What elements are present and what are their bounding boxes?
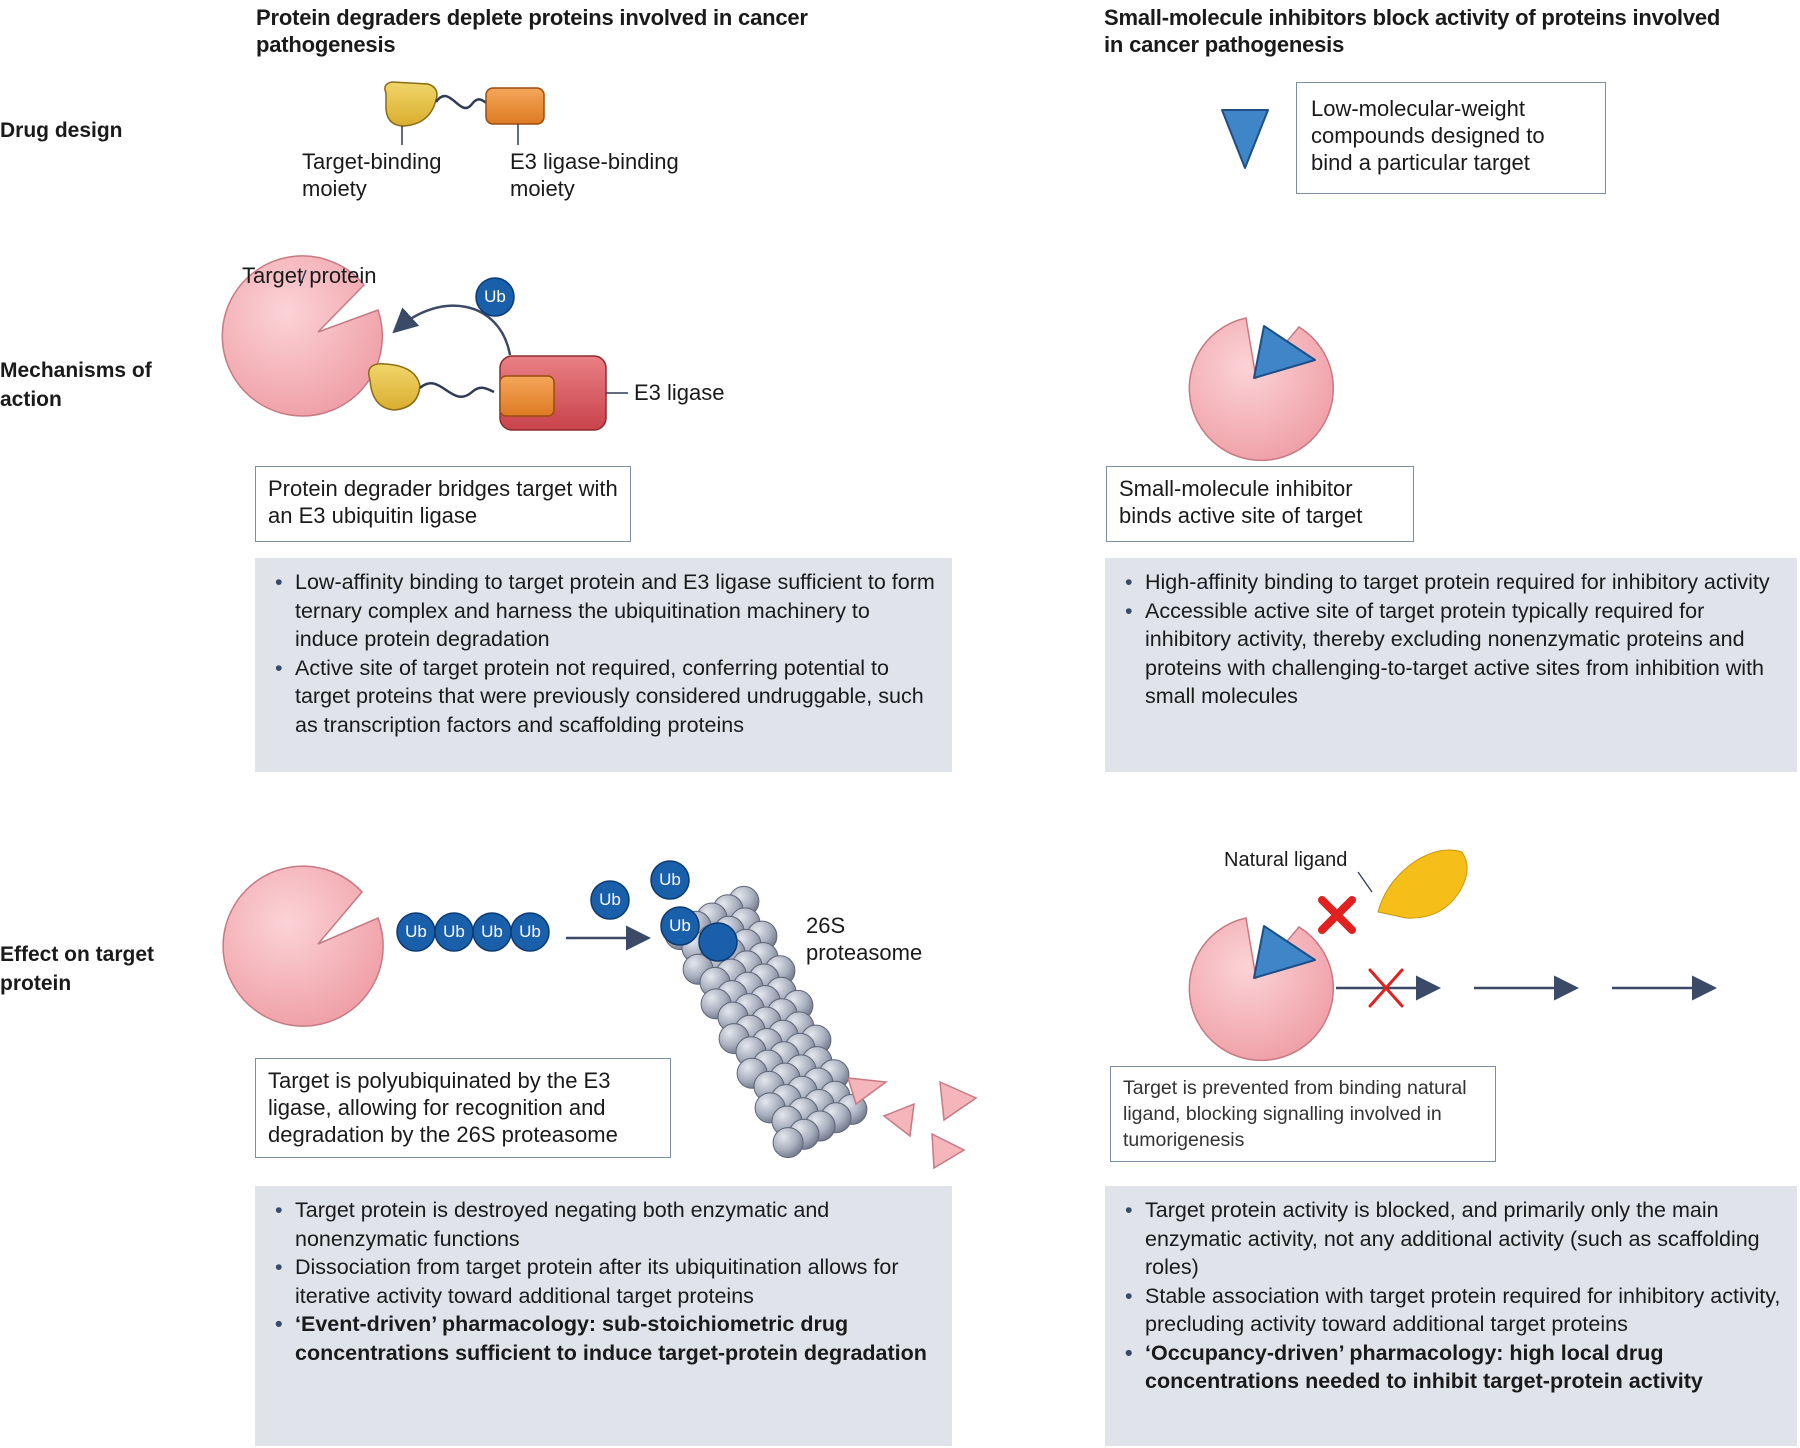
- panel-inhibitor-mechanism-item: High-affinity binding to target protein …: [1123, 568, 1781, 597]
- right-column-header: Small-molecule inhibitors block activity…: [1104, 5, 1721, 57]
- ub-label-2: Ub: [443, 922, 465, 941]
- panel-degrader-effect-item: Dissociation from target protein after i…: [273, 1253, 936, 1310]
- ternary-complex: [221, 255, 628, 431]
- small-molecule-triangle: [1221, 109, 1269, 169]
- bound-warhead: [368, 363, 421, 411]
- label-natural-ligand: Natural ligand: [1224, 849, 1348, 871]
- blocked-signalling: [1188, 849, 1717, 1062]
- box-degrader-mechanism: Protein degrader bridges target with an …: [255, 466, 631, 542]
- proteasome-ub: [660, 906, 700, 946]
- panel-inhibitor-effect-item: ‘Occupancy-driven’ pharmacology: high lo…: [1123, 1339, 1781, 1396]
- ub-label-proteasome-2: Ub: [669, 916, 691, 935]
- ub-label-3: Ub: [481, 922, 503, 941]
- bound-e3-binder: [499, 375, 555, 417]
- target-binding-warhead: [384, 81, 438, 127]
- proteasome: [650, 860, 868, 1159]
- label-26s-proteasome: 26S proteasome: [806, 913, 923, 965]
- box-small-molecule-design: Low-molecular-weight compounds designed …: [1296, 82, 1606, 194]
- label-target-binding-moiety: Target-binding moiety: [302, 149, 442, 201]
- box-degrader-effect: Target is polyubiquinated by the E3 liga…: [255, 1058, 671, 1158]
- box-inhibitor-mechanism: Small-molecule inhibitor binds active si…: [1106, 466, 1414, 542]
- label-e3-binding-moiety: E3 ligase-binding moiety: [510, 149, 679, 201]
- panel-degrader-effect-item: Target protein is destroyed negating bot…: [273, 1196, 936, 1253]
- ub-label-proteasome-1: Ub: [659, 870, 681, 889]
- degrader-linker: [434, 94, 489, 110]
- ub-label-mechanism: Ub: [484, 287, 506, 306]
- panel-degrader-mechanism-item: Active site of target protein not requir…: [273, 654, 936, 740]
- panel-inhibitor-effect-item: Target protein activity is blocked, and …: [1123, 1196, 1781, 1282]
- panel-inhibitor-mechanism: High-affinity binding to target protein …: [1105, 558, 1797, 772]
- e3-ligase-binder: [485, 87, 545, 125]
- ub-label-4: Ub: [519, 922, 541, 941]
- ub-label-free: Ub: [599, 890, 621, 909]
- panel-degrader-mechanism: Low-affinity binding to target protein a…: [255, 558, 952, 772]
- peptide-fragments: [846, 1077, 978, 1170]
- ub-label-1: Ub: [405, 922, 427, 941]
- polyubiquitinated-target: [222, 865, 651, 1027]
- left-column-header: Protein degraders deplete proteins invol…: [256, 5, 808, 57]
- row-label-drug-design: Drug design: [0, 119, 123, 142]
- row-label-effect: Effect on target protein: [0, 943, 155, 995]
- proteasome-ub: [650, 860, 690, 900]
- panel-inhibitor-effect: Target protein activity is blocked, and …: [1105, 1186, 1797, 1446]
- protein-degrader-molecule: [384, 81, 545, 145]
- ub-molecule: [475, 277, 515, 317]
- proteasome-ub: [698, 922, 738, 962]
- row-label-mechanisms: Mechanisms of action: [0, 359, 152, 411]
- panel-inhibitor-effect-item: Stable association with target protein r…: [1123, 1282, 1781, 1339]
- proteasome-subunit: [772, 1127, 804, 1159]
- panel-degrader-effect-item: ‘Event-driven’ pharmacology: sub-stoichi…: [273, 1310, 936, 1367]
- label-target-protein: Target protein: [242, 263, 377, 288]
- panel-degrader-mechanism-item: Low-affinity binding to target protein a…: [273, 568, 936, 654]
- panel-degrader-effect: Target protein is destroyed negating bot…: [255, 1186, 952, 1446]
- box-inhibitor-effect: Target is prevented from binding natural…: [1110, 1066, 1496, 1162]
- ub-transfer-arrow: [392, 304, 512, 356]
- panel-inhibitor-mechanism-item: Accessible active site of target protein…: [1123, 597, 1781, 711]
- label-e3-ligase: E3 ligase: [634, 380, 725, 405]
- inhibitor-complex: [1188, 317, 1334, 462]
